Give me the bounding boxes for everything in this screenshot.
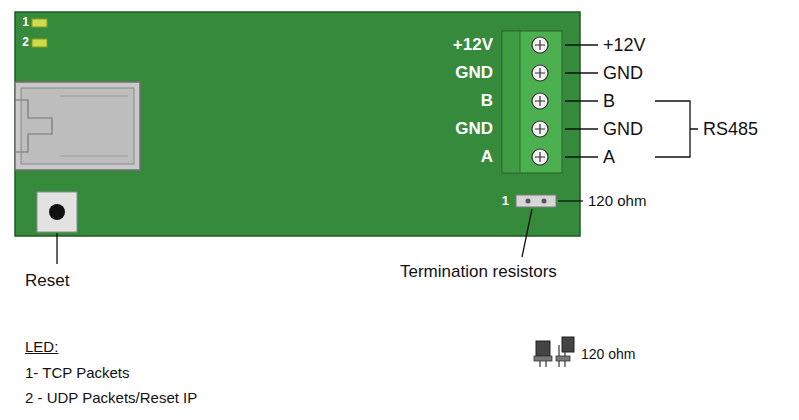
resistor-value: 120 ohm xyxy=(581,346,635,362)
leader-line xyxy=(558,200,583,201)
rj45-housing xyxy=(15,82,140,170)
rj45-face xyxy=(21,88,134,164)
leader-line xyxy=(565,100,598,101)
pin-label: +12V xyxy=(603,35,646,56)
leader-line xyxy=(565,72,598,73)
jumper-header xyxy=(516,195,556,207)
jumper-base xyxy=(556,356,570,361)
screw xyxy=(532,93,548,109)
legend-text: 2 - UDP Packets/Reset IP xyxy=(25,389,197,406)
pin-label: GND xyxy=(603,63,643,84)
leader-line xyxy=(565,44,598,45)
reset-button-base xyxy=(37,192,77,232)
led xyxy=(32,39,47,47)
screw xyxy=(532,65,548,81)
pcb-board xyxy=(15,12,580,236)
resistor-value: 120 ohm xyxy=(588,192,646,209)
terminal-block xyxy=(502,31,562,173)
pin-label: GND xyxy=(603,119,643,140)
rj45-detail xyxy=(60,96,128,156)
terminal-label: GND xyxy=(455,119,493,139)
screw-head xyxy=(532,37,548,53)
screw-head xyxy=(532,65,548,81)
jumper-label: Termination resistors xyxy=(400,262,557,282)
screw-head xyxy=(532,93,548,109)
screw-slot xyxy=(535,96,545,106)
jumper-pins xyxy=(540,361,546,367)
jumper-number: 1 xyxy=(502,194,509,209)
screw-slot xyxy=(535,152,545,162)
legend-heading: LED: xyxy=(25,338,58,355)
terminal-label: A xyxy=(481,147,493,167)
led-number: 2 xyxy=(22,36,29,50)
led-number: 1 xyxy=(22,16,29,30)
leader-lines xyxy=(57,45,698,264)
jumper-pin xyxy=(526,199,531,204)
leader-line xyxy=(56,233,57,264)
terminal-label: B xyxy=(481,91,493,111)
leader-line xyxy=(565,156,598,157)
jumper-icons xyxy=(534,337,574,367)
terminal-label: +12V xyxy=(453,35,493,55)
reset-button xyxy=(49,204,65,220)
leader-line xyxy=(522,209,532,257)
leader-line xyxy=(565,128,598,129)
rj45-latch xyxy=(15,100,52,152)
jumper-cap xyxy=(536,341,550,356)
screw xyxy=(532,37,548,53)
terminal-body xyxy=(502,31,562,173)
terminal-strip xyxy=(502,31,520,173)
rs485-bracket xyxy=(655,101,698,157)
jumper-pin xyxy=(542,199,547,204)
legend-text: 1- TCP Packets xyxy=(25,364,130,381)
button-label: Reset xyxy=(25,271,69,291)
pin-label: A xyxy=(603,147,615,168)
jumper-base xyxy=(534,356,552,361)
screw-head xyxy=(532,149,548,165)
led xyxy=(32,19,47,27)
terminal-label: GND xyxy=(455,63,493,83)
pin-label: B xyxy=(603,91,615,112)
screw-slot xyxy=(535,124,545,134)
jumper-cap xyxy=(562,337,574,352)
screw-head xyxy=(532,121,548,137)
termination-jumper xyxy=(516,195,556,207)
bus-label: RS485 xyxy=(703,119,758,140)
screw-slot xyxy=(535,68,545,78)
screw xyxy=(532,149,548,165)
rj45-connector xyxy=(15,82,140,170)
screw xyxy=(532,121,548,137)
screw-slot xyxy=(535,40,545,50)
